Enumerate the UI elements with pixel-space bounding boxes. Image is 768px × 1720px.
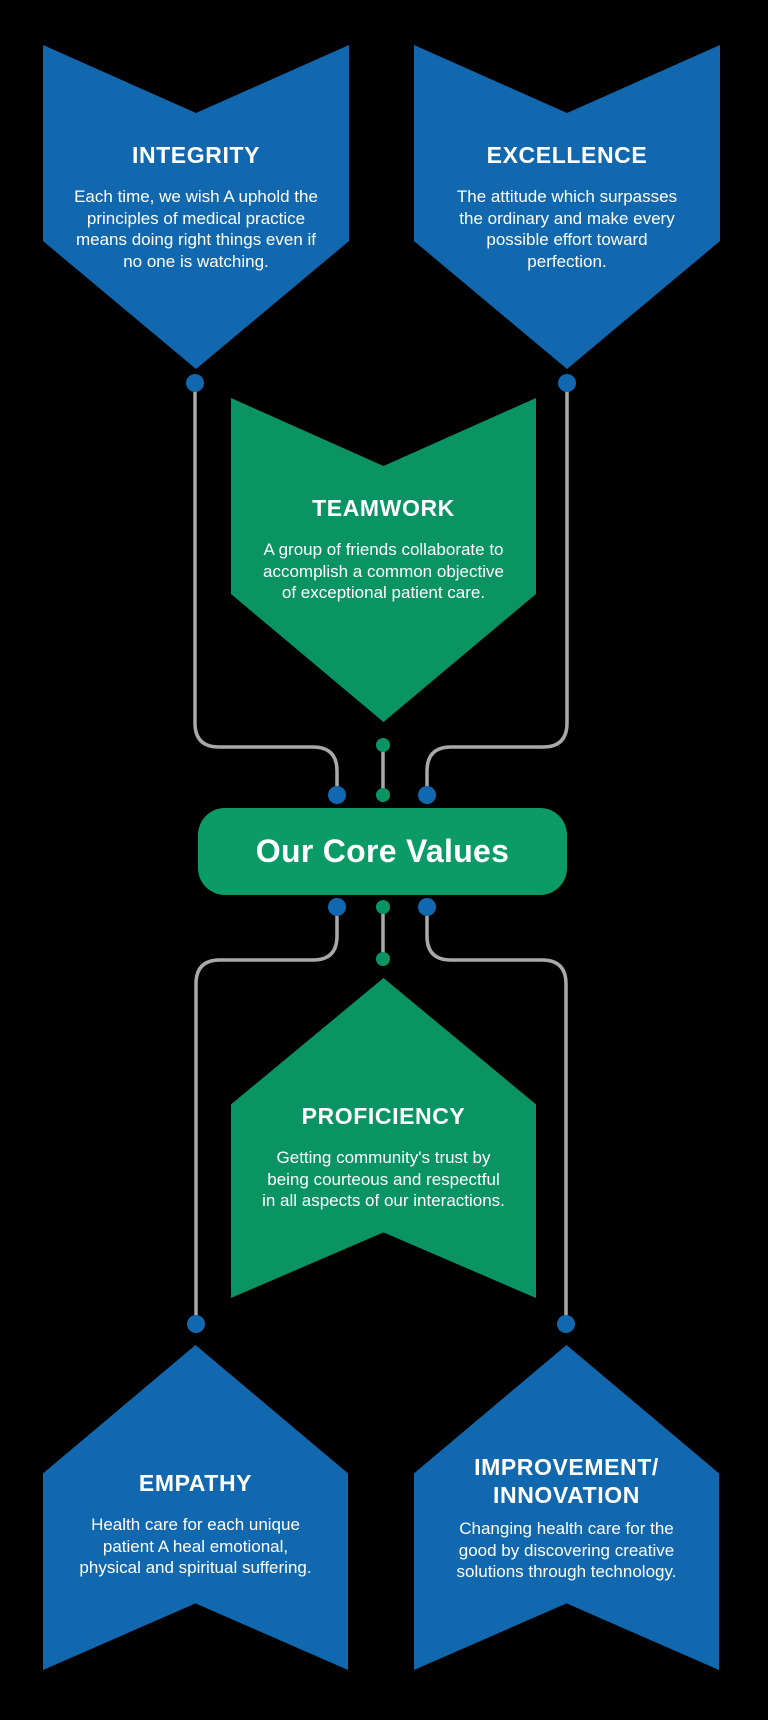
connector-dot-blue	[328, 898, 346, 916]
value-chevron-empathy: EMPATHY Health care for each unique pati…	[43, 1345, 348, 1670]
connector-dot-blue	[418, 898, 436, 916]
value-description-excellence: The attitude which surpasses the ordinar…	[456, 187, 678, 271]
value-chevron-teamwork: TEAMWORK A group of friends collaborate …	[231, 398, 536, 722]
value-description-proficiency: Getting community's trust by being court…	[262, 1148, 505, 1210]
value-chevron-proficiency: PROFICIENCY Getting community's trust by…	[231, 978, 536, 1298]
value-description-teamwork: A group of friends collaborate to accomp…	[263, 540, 504, 602]
value-content: INTEGRITY Each time, we wish A uphold th…	[43, 141, 349, 272]
connector-dot-green	[376, 900, 390, 914]
value-chevron-improvement-innovation: IMPROVEMENT/ INNOVATION Changing health …	[414, 1345, 719, 1670]
connector-dot-blue	[186, 374, 204, 392]
connector-dot-green	[376, 738, 390, 752]
value-title-improvement-innovation: IMPROVEMENT/ INNOVATION	[474, 1454, 659, 1508]
value-description-integrity: Each time, we wish A uphold the principl…	[74, 187, 318, 271]
value-description-empathy: Health care for each unique patient A he…	[79, 1515, 312, 1577]
connector-dot-blue	[557, 1315, 575, 1333]
connector-dot-blue	[558, 374, 576, 392]
value-title-integrity: INTEGRITY	[131, 142, 261, 168]
value-content: PROFICIENCY Getting community's trust by…	[231, 1102, 536, 1212]
value-chevron-integrity: INTEGRITY Each time, we wish A uphold th…	[43, 45, 349, 369]
connector-dot-green	[376, 788, 390, 802]
value-content: EMPATHY Health care for each unique pati…	[43, 1469, 348, 1579]
value-title-teamwork: TEAMWORK	[312, 495, 455, 521]
value-title-proficiency: PROFICIENCY	[301, 1103, 466, 1129]
connector-dot-green	[376, 952, 390, 966]
connector-dot-blue	[418, 786, 436, 804]
value-chevron-excellence: EXCELLENCE The attitude which surpasses …	[414, 45, 720, 369]
core-values-label: Our Core Values	[255, 833, 510, 869]
connector-dot-blue	[187, 1315, 205, 1333]
value-description-improvement-innovation: Changing health care for the good by dis…	[456, 1519, 677, 1581]
value-content: TEAMWORK A group of friends collaborate …	[231, 494, 536, 604]
core-values-box: Our Core Values	[198, 808, 567, 895]
value-content: EXCELLENCE The attitude which surpasses …	[414, 141, 720, 272]
value-title-empathy: EMPATHY	[138, 1470, 253, 1496]
connector-dot-blue	[328, 786, 346, 804]
value-content: IMPROVEMENT/ INNOVATION Changing health …	[414, 1453, 719, 1583]
value-title-excellence: EXCELLENCE	[486, 142, 648, 168]
